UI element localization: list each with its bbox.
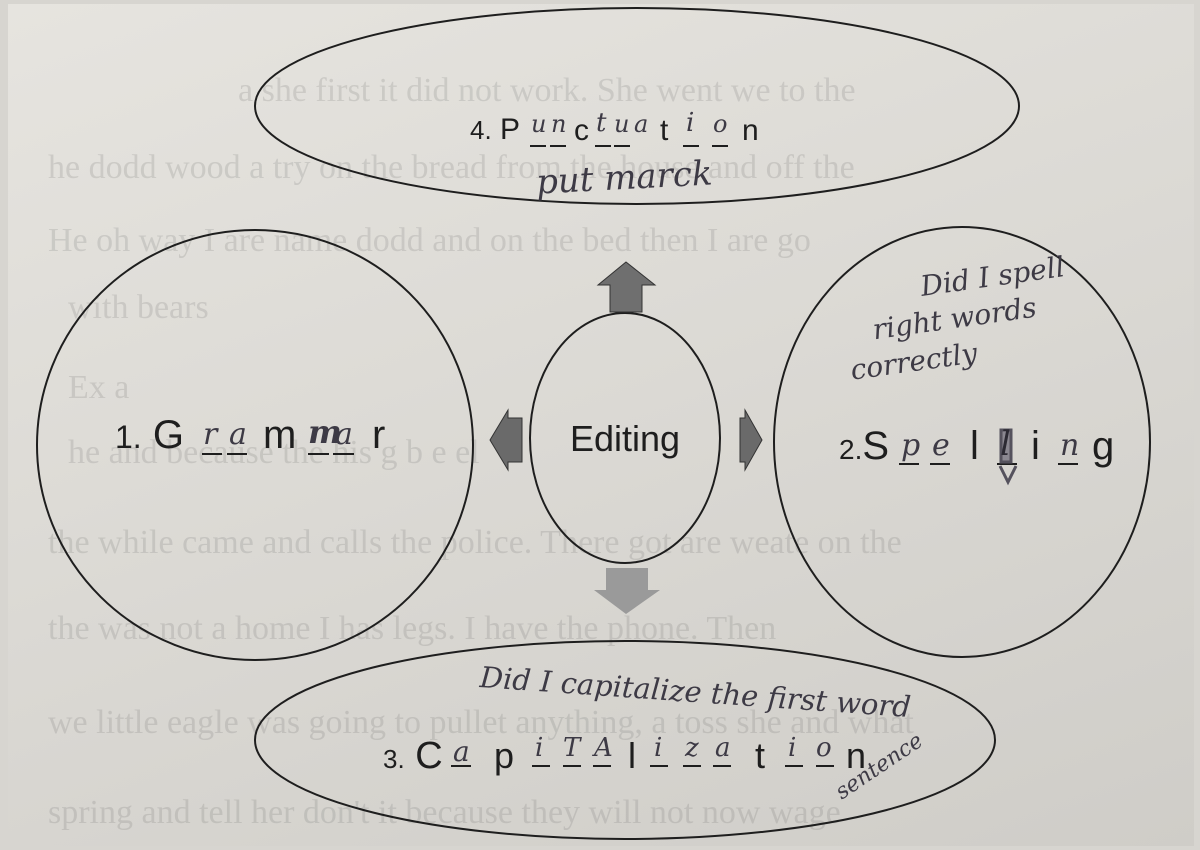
spelling-number: 2. <box>839 434 863 465</box>
punctuation-label: 4. P <box>470 113 520 147</box>
handwritten-letter: e <box>932 428 950 463</box>
letter: P <box>500 113 521 146</box>
handwritten-letter: m <box>308 413 342 451</box>
bleed-line: spring and tell her don't it because the… <box>48 794 841 831</box>
letter: G <box>152 413 184 457</box>
handwritten-letter: l <box>1000 424 1011 464</box>
letter: n <box>846 735 867 776</box>
capitalization-number: 3. <box>383 744 405 774</box>
arrow-up-icon <box>596 261 657 313</box>
handwritten-letter: n <box>1060 428 1080 463</box>
handwritten-letter: t <box>596 108 607 138</box>
handwritten-letter: i <box>788 733 797 763</box>
bleed-line: the while came and calls the police. The… <box>48 524 902 561</box>
handwritten-letter: a <box>715 733 731 763</box>
letter: c <box>574 114 589 147</box>
handwritten-letter: a <box>453 735 470 768</box>
handwritten-letter: T <box>563 733 581 763</box>
handwritten-letter: o <box>816 733 832 763</box>
handwritten-letter: o <box>713 110 728 138</box>
letter: m <box>263 413 297 457</box>
editing-center-circle <box>529 312 721 564</box>
grammar-number: 1. <box>115 419 142 455</box>
handwritten-letter: A <box>594 733 613 763</box>
handwritten-letter: u <box>614 110 630 138</box>
spelling-label: 2.S <box>839 424 889 469</box>
bleed-line: He oh way I are name dodd and on the bed… <box>48 222 811 259</box>
letter: l <box>628 735 636 776</box>
letter: l <box>970 424 979 468</box>
bleed-line: with bears <box>68 289 209 326</box>
bleed-line: we little eagle was going to pullet anyt… <box>48 704 914 741</box>
letter: S <box>862 424 890 468</box>
letter: C <box>415 735 443 777</box>
arrow-right-icon <box>739 408 763 472</box>
bleed-line: Ex a <box>68 369 130 406</box>
capitalization-ellipse <box>254 640 996 840</box>
capitalization-label: 3. C <box>383 735 443 778</box>
letter: g <box>1092 424 1115 468</box>
handwritten-letter: u <box>531 110 547 138</box>
letter: i <box>1031 424 1040 468</box>
grammar-circle <box>36 229 474 661</box>
editing-center-label: Editing <box>570 418 681 459</box>
arrow-left-icon <box>489 408 523 472</box>
letter: p <box>494 735 515 776</box>
bleed-line: he dodd wood a try on the bread from the… <box>48 149 855 186</box>
letter: t <box>660 114 669 147</box>
letter: t <box>755 735 766 776</box>
handwritten-letter: i <box>654 733 663 763</box>
punctuation-ellipse <box>254 7 1020 205</box>
punctuation-number: 4. <box>470 115 492 145</box>
worksheet-paper: a she first it did not work. She went we… <box>8 4 1194 846</box>
handwritten-letter: a <box>634 110 649 138</box>
bleed-line: he and because the his g b e el <box>68 434 480 471</box>
handwritten-letter: a <box>229 417 247 452</box>
letter: n <box>742 114 759 147</box>
bleed-line: a she first it did not work. She went we… <box>238 72 856 109</box>
handwritten-letter: n <box>551 110 567 138</box>
handwritten-letter: z <box>685 733 699 763</box>
handwritten-letter: r <box>203 417 218 452</box>
spelling-circle <box>773 226 1151 658</box>
handwritten-letter: p <box>901 428 921 463</box>
handwritten-letter: i <box>535 733 544 763</box>
handwritten-letter: a <box>335 417 353 452</box>
arrow-down-icon <box>594 568 660 614</box>
grammar-label: 1. G <box>115 413 184 458</box>
handwritten-letter: i <box>686 108 695 138</box>
letter: r <box>372 413 386 457</box>
